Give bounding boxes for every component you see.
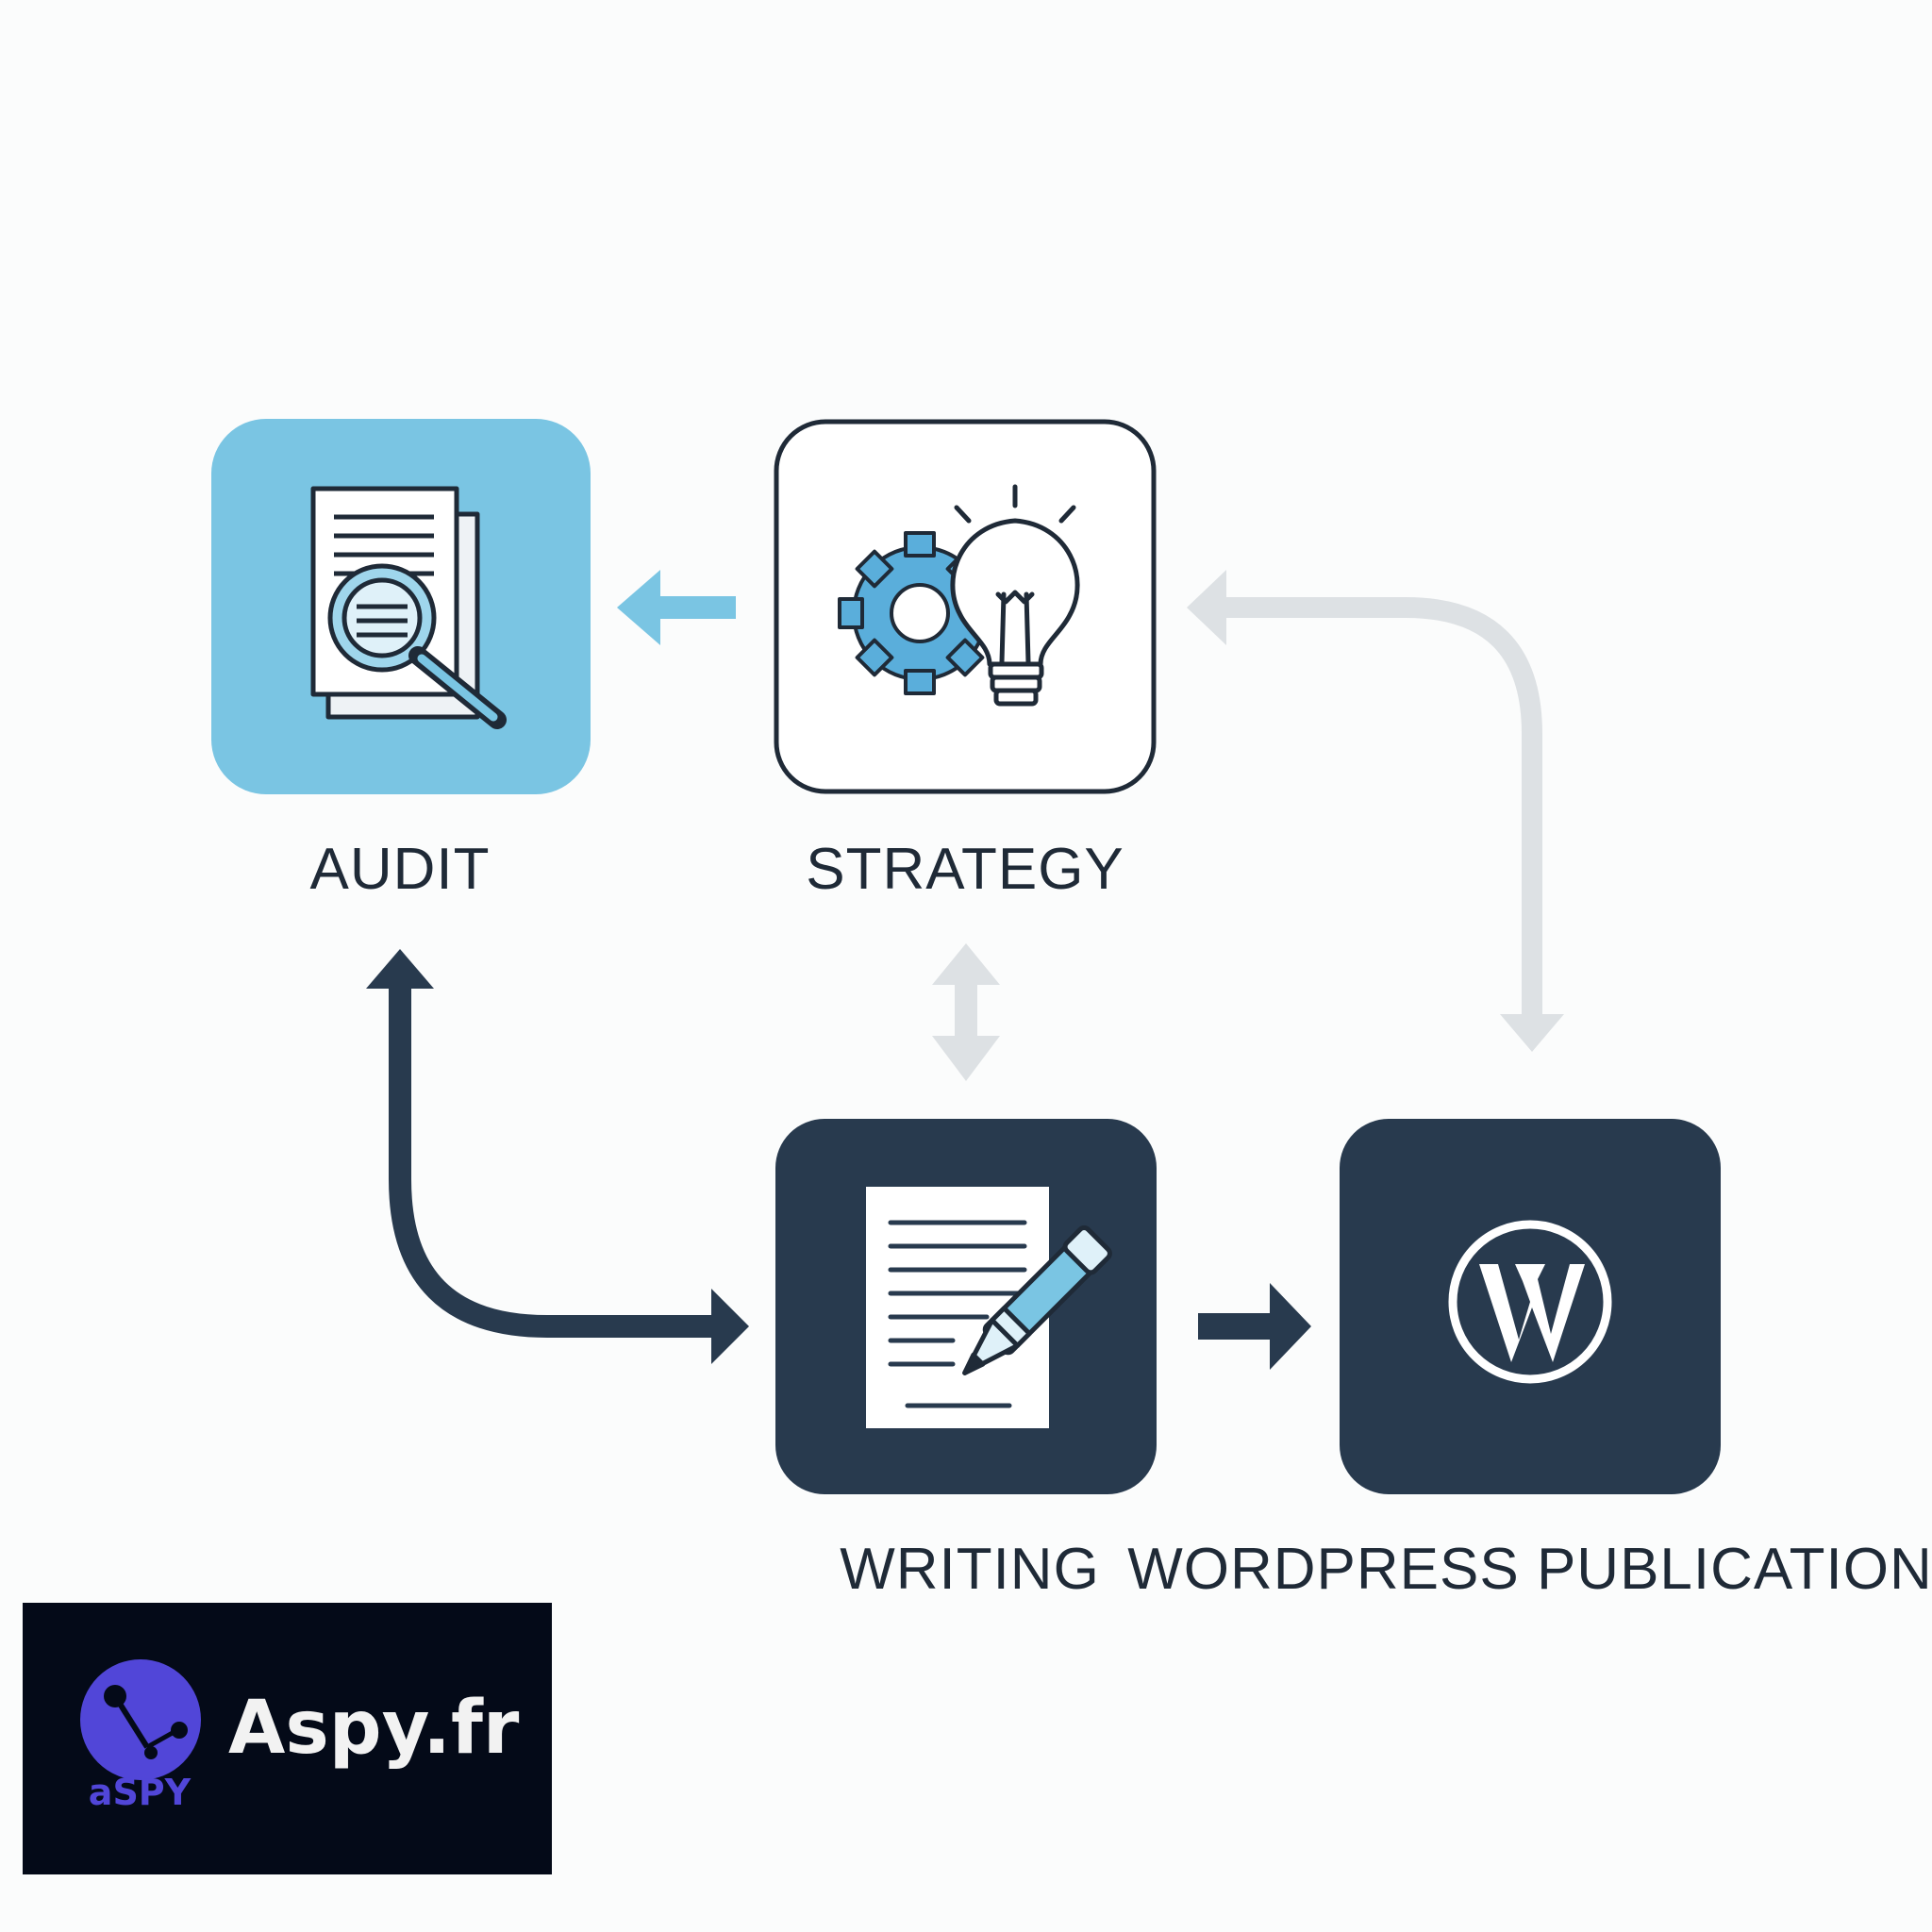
document-pen-icon: [866, 1187, 1112, 1428]
step-publication: WORDPRESS PUBLICATION: [1127, 1119, 1932, 1602]
arrow-publication-strategy: [1187, 570, 1564, 1052]
brand-box: aSPY Aspy.fr: [23, 1603, 552, 1874]
step-audit: AUDIT: [211, 419, 591, 902]
pen-icon: [962, 1225, 1112, 1375]
strategy-label: STRATEGY: [806, 837, 1124, 902]
lightbulb-icon: [950, 484, 1080, 707]
arrow-strategy-to-audit: [617, 570, 736, 645]
arrow-audit-writing: [366, 949, 749, 1364]
brand-name: Aspy.fr: [228, 1686, 520, 1771]
step-writing: WRITING: [775, 1119, 1157, 1602]
writing-label: WRITING: [840, 1537, 1100, 1602]
publication-label: WORDPRESS PUBLICATION: [1127, 1537, 1932, 1602]
logo-text: aSPY: [89, 1772, 192, 1813]
audit-label: AUDIT: [310, 837, 491, 902]
arrow-strategy-writing: [932, 943, 1000, 1081]
aspy-logo-icon: aSPY: [80, 1659, 201, 1813]
wordpress-logo-icon: [1448, 1220, 1612, 1384]
document-magnifier-icon: [310, 486, 507, 729]
arrow-writing-to-publication: [1198, 1283, 1311, 1370]
step-strategy: STRATEGY: [774, 419, 1157, 902]
gear-lightbulb-icon: [838, 484, 1080, 707]
